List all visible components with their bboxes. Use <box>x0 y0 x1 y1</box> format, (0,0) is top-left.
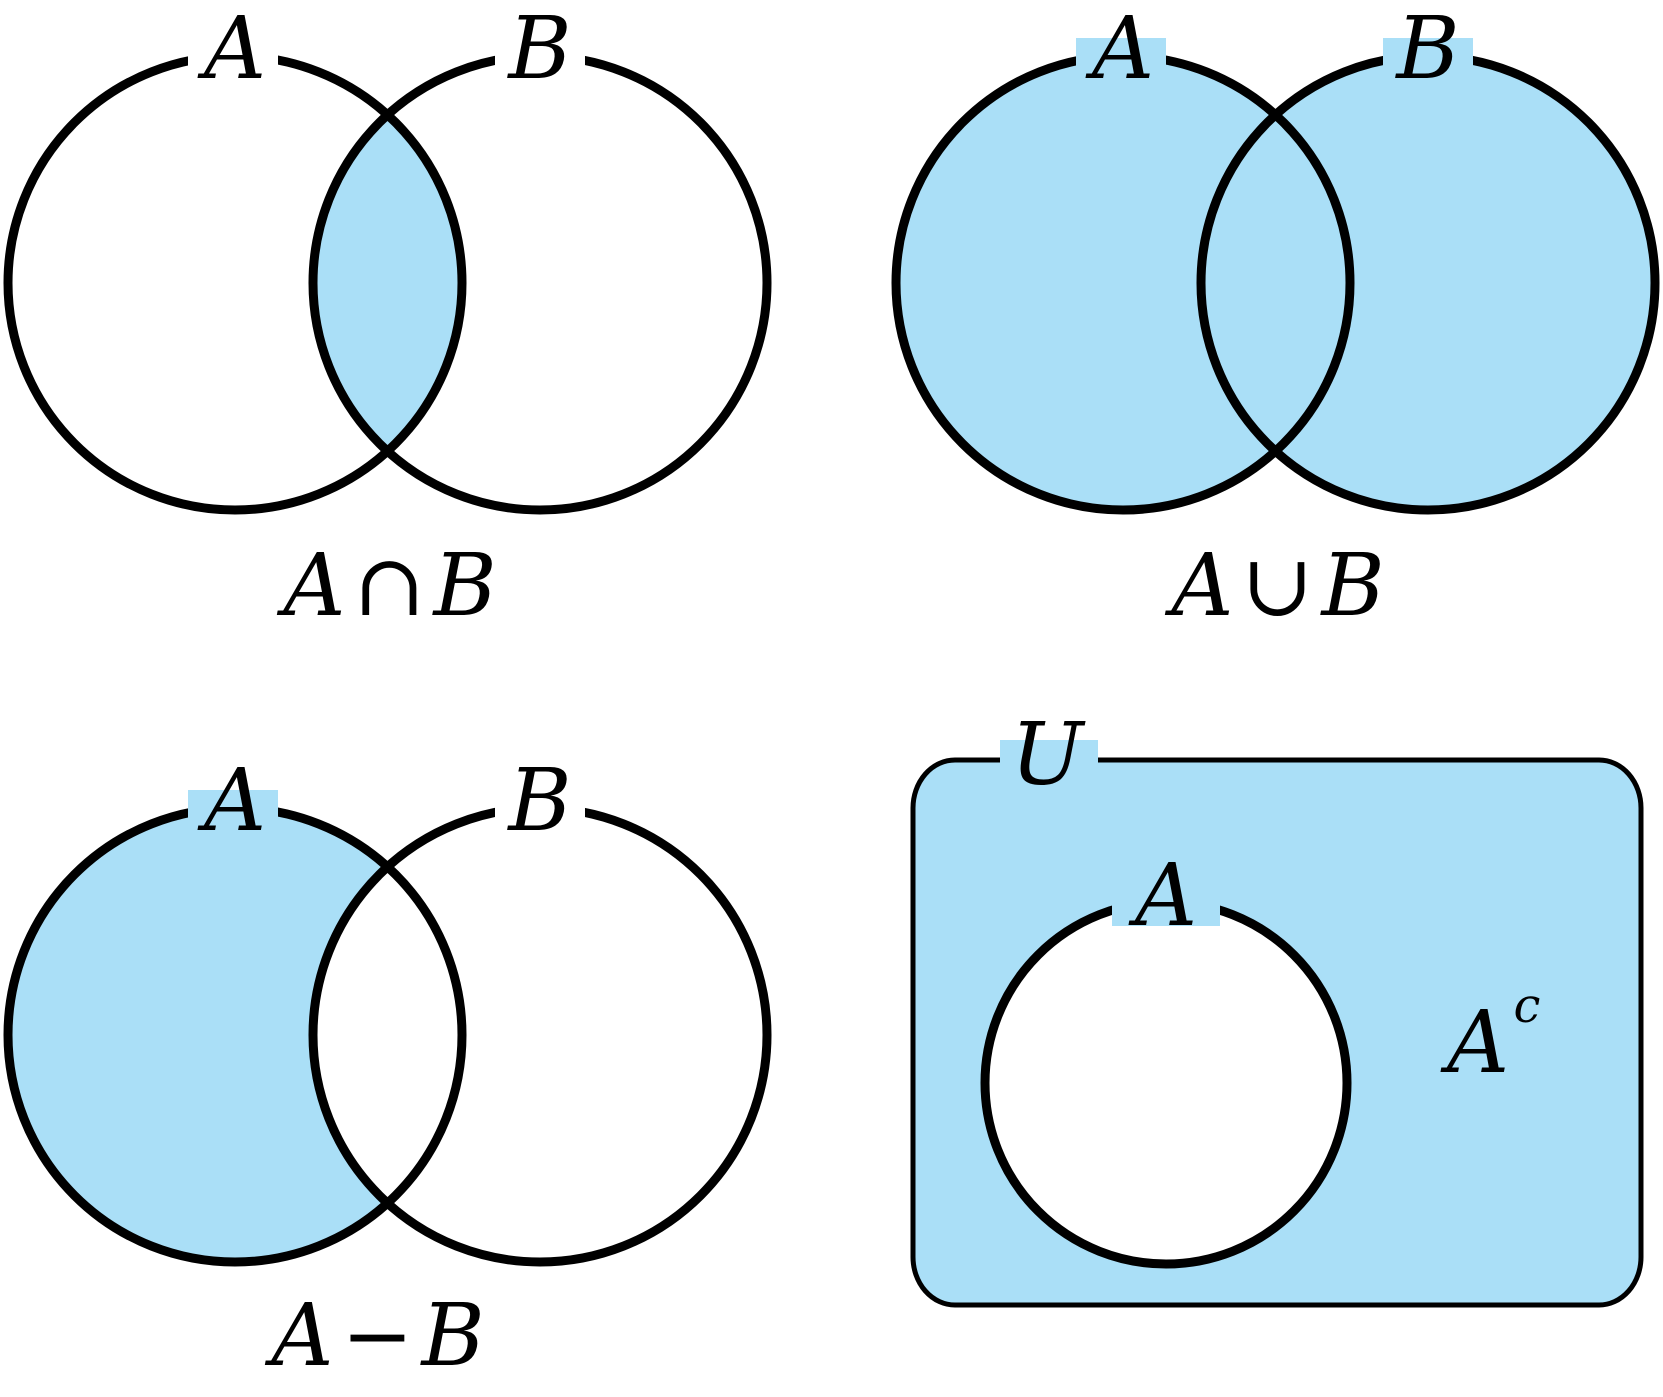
caption-right-operand: B <box>1319 536 1384 636</box>
label-a-gap <box>188 790 278 850</box>
union-caption: A∪B <box>1164 536 1384 636</box>
universe-label-gap <box>1000 740 1098 780</box>
universe-rectangle <box>910 757 1644 1308</box>
universe-label: U <box>1011 705 1086 805</box>
union-operator: ∪ <box>1241 536 1313 636</box>
complement-label: A <box>1440 993 1509 1093</box>
set-a-label: A <box>197 0 266 99</box>
label-b-gap <box>1383 38 1473 98</box>
label-a-gap <box>188 38 278 98</box>
set-a-label-gap <box>1112 880 1220 926</box>
caption-right-operand: B <box>431 536 496 636</box>
set-a-label: A <box>1128 846 1197 946</box>
difference-operator: − <box>341 1286 413 1386</box>
difference-caption: A−B <box>264 1286 484 1386</box>
intersection-panel: A B A∩B <box>3 0 772 636</box>
caption-right-operand: B <box>419 1286 484 1386</box>
intersection-operator: ∩ <box>353 536 425 636</box>
set-a-label: A <box>197 751 266 851</box>
caption-left-operand: A <box>276 536 345 636</box>
set-b-label: B <box>1394 0 1459 99</box>
label-b-gap <box>495 38 585 98</box>
label-b-gap <box>495 790 585 850</box>
difference-panel: A B A−B <box>3 751 772 1386</box>
intersection-caption: A∩B <box>276 536 496 636</box>
label-a-gap <box>1076 38 1166 98</box>
caption-left-operand: A <box>264 1286 333 1386</box>
set-b-label: B <box>506 0 571 99</box>
complement-superscript: c <box>1514 978 1541 1034</box>
union-panel: A B A∪B <box>891 0 1660 636</box>
set-a-interior <box>985 902 1347 1264</box>
set-a-label: A <box>1085 0 1154 99</box>
set-b-label: B <box>506 751 571 851</box>
complement-panel: U A A c <box>910 705 1644 1308</box>
caption-left-operand: A <box>1164 536 1233 636</box>
